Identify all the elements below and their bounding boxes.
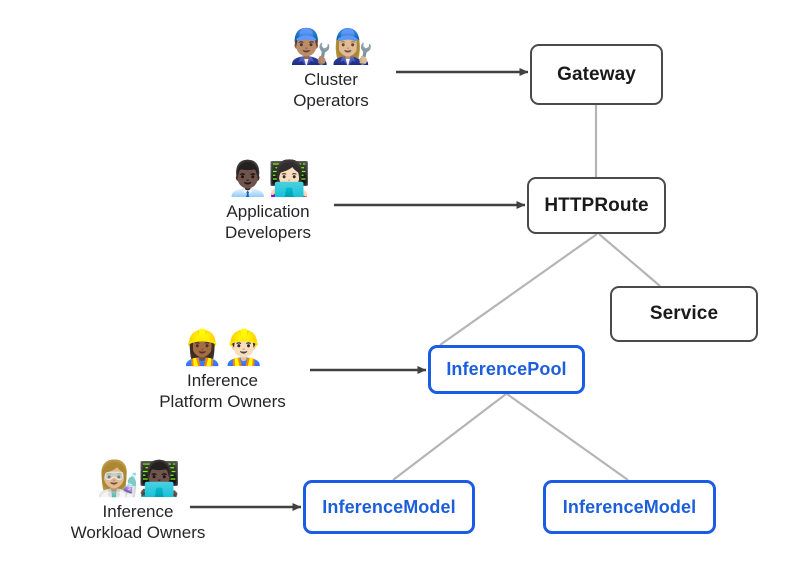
link-httproute-inferencepool bbox=[439, 233, 598, 346]
mechanic-people-icon: 👨🏽‍🔧👩🏼‍🔧 bbox=[289, 27, 374, 67]
persona-inference-platform-owners-label: Inference Platform Owners bbox=[159, 370, 286, 414]
link-httproute-service bbox=[598, 233, 661, 287]
node-inferencemodel-2[interactable]: InferenceModel bbox=[543, 480, 716, 534]
node-httproute-label: HTTPRoute bbox=[544, 194, 649, 216]
persona-label-line1: Inference bbox=[102, 501, 174, 521]
persona-label-line2: Operators bbox=[293, 91, 369, 111]
link-inferencepool-inferencemodel-1 bbox=[392, 393, 507, 481]
persona-inference-workload-owners: 👩🏼‍🔬👨🏿‍💻 Inference Workload Owners bbox=[28, 459, 248, 545]
construction-worker-people-icon: 👷🏾‍♀️👷🏻‍♂️ bbox=[181, 328, 265, 368]
persona-inference-workload-owners-label: Inference Workload Owners bbox=[71, 501, 206, 545]
node-httproute[interactable]: HTTPRoute bbox=[527, 177, 666, 234]
persona-application-developers: 👨🏿‍💼👩🏻‍💻 Application Developers bbox=[168, 159, 368, 245]
link-inferencepool-inferencemodel-2 bbox=[506, 393, 629, 481]
node-inferencepool-label: InferencePool bbox=[446, 359, 567, 379]
persona-label-line2: Platform Owners bbox=[159, 392, 286, 412]
persona-cluster-operators: 👨🏽‍🔧👩🏼‍🔧 Cluster Operators bbox=[231, 27, 431, 113]
node-inferencemodel-1-label: InferenceModel bbox=[322, 496, 456, 517]
node-inferencemodel-2-label: InferenceModel bbox=[562, 496, 697, 517]
node-gateway-label: Gateway bbox=[557, 63, 636, 85]
node-inferencepool[interactable]: InferencePool bbox=[428, 345, 585, 394]
persona-cluster-operators-label: Cluster Operators bbox=[293, 69, 369, 113]
persona-label-line1: Inference bbox=[187, 370, 258, 390]
persona-label-line1: Cluster bbox=[304, 69, 358, 89]
persona-label-line2: Workload Owners bbox=[70, 523, 206, 543]
office-worker-technologist-icon: 👨🏿‍💼👩🏻‍💻 bbox=[226, 159, 311, 199]
node-service[interactable]: Service bbox=[610, 286, 758, 342]
persona-label-line2: Developers bbox=[225, 223, 311, 243]
scientist-technologist-icon: 👩🏼‍🔬👨🏿‍💻 bbox=[96, 459, 181, 499]
node-inferencemodel-1[interactable]: InferenceModel bbox=[303, 480, 475, 534]
persona-application-developers-label: Application Developers bbox=[225, 201, 311, 245]
node-service-label: Service bbox=[649, 303, 719, 324]
persona-inference-platform-owners: 👷🏾‍♀️👷🏻‍♂️ Inference Platform Owners bbox=[115, 328, 330, 414]
persona-label-line1: Application bbox=[226, 201, 310, 221]
node-gateway[interactable]: Gateway bbox=[530, 44, 663, 105]
